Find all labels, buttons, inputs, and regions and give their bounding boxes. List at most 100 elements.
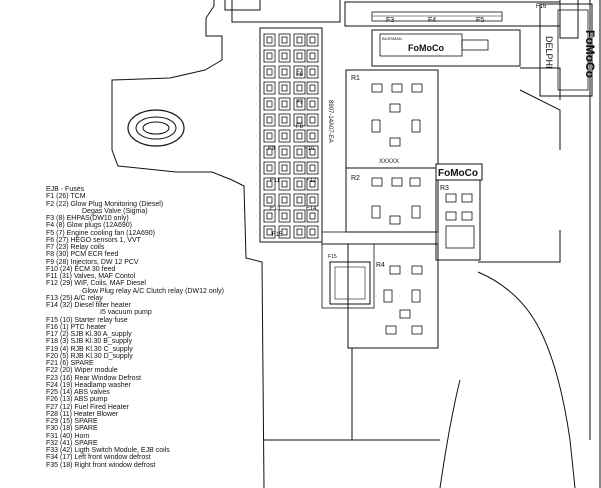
- fuse-label-f3: F3: [386, 17, 394, 24]
- fuse-cell: [263, 193, 276, 207]
- fuse-terminal: [309, 180, 316, 188]
- relay-pin-socket: [391, 177, 403, 187]
- fuse-cell: [306, 65, 319, 79]
- part-number-vertical: 8907-14A07-EA: [327, 100, 333, 143]
- legend-item: F3 (8) EHPAS(DW10 only): [46, 215, 129, 222]
- fuse-terminal: [309, 52, 316, 60]
- legend-item: F30 (18) SPARE: [46, 425, 98, 433]
- fuse-label-f13: F13: [270, 206, 281, 212]
- fuse-cell: [278, 65, 291, 79]
- fuse-cell: [293, 145, 306, 159]
- relay-pin-socket: [445, 211, 457, 221]
- fuse-terminal: [281, 212, 288, 220]
- fuse-cell: [293, 33, 306, 47]
- fuse-cell: [293, 49, 306, 63]
- fuse-terminal: [309, 212, 316, 220]
- fuse-terminal: [266, 100, 273, 108]
- fuse-cell: [263, 145, 276, 159]
- fuse-terminal: [281, 164, 288, 172]
- side-fuse-labels: F6 F7 F8 F9 F10 F11 F12 F13 F14 F15: [268, 72, 317, 238]
- relay-pin-socket: [391, 83, 403, 93]
- fuse-terminal: [309, 116, 316, 124]
- legend-item: F16 (1) PTC heater: [46, 323, 107, 331]
- relay-pin-socket: [461, 211, 473, 221]
- relay-pins: [371, 83, 475, 335]
- legend-item: F24 (19) Headlamp washer: [46, 381, 131, 389]
- fuse-terminal: [296, 164, 303, 172]
- fuse-terminal: [281, 116, 288, 124]
- relay-pin-socket: [411, 205, 421, 219]
- legend-item: Glow Plug relay A/C Clutch relay (DW12 o…: [82, 287, 224, 295]
- fuse-terminal: [296, 52, 303, 60]
- legend-item: F19 (4) RJB Kl.30 C_supply: [46, 345, 133, 353]
- fuse-box-housing: [111, 0, 601, 488]
- fuse-cell: [293, 225, 306, 239]
- fomoco-module: [371, 29, 521, 67]
- fuse-cell: [306, 49, 319, 63]
- fuse-cell: [278, 209, 291, 223]
- fuse-terminal: [281, 36, 288, 44]
- fuse-terminal: [309, 100, 316, 108]
- fuse-label-f15: F15: [272, 232, 283, 238]
- fuse-terminal: [296, 180, 303, 188]
- legend-item: F12 (29) WIF, Coils, MAF Diesel: [46, 280, 146, 288]
- fuse-cell: [306, 129, 319, 143]
- legend-item: F11 (31) Valves, MAF Contol: [46, 273, 136, 280]
- legend-item: F9 (28) Injectors, DW 12 PCV: [46, 258, 139, 266]
- relay-pin-socket: [445, 225, 475, 249]
- fuse-terminal: [266, 196, 273, 204]
- fuse-cells: [263, 33, 319, 239]
- legend-item: F28 (11) Heater Blower: [46, 410, 119, 418]
- legend-item: F29 (15) SPARE: [46, 418, 98, 425]
- fuse-terminal: [281, 132, 288, 140]
- fuse-cell: [278, 97, 291, 111]
- fuse-cell: [306, 209, 319, 223]
- fuse-label-f14: F14: [306, 206, 317, 212]
- fuse-terminal: [266, 212, 273, 220]
- legend-item: F27 (12) Fuel Fired Heater: [46, 403, 129, 411]
- fuse-terminal: [309, 132, 316, 140]
- box-fuse-label: F15: [328, 254, 337, 260]
- fuse-cell: [293, 97, 306, 111]
- fuse-terminal: [296, 116, 303, 124]
- relay-pin-socket: [371, 177, 383, 187]
- legend-title: EJB - Fuses: [46, 186, 85, 193]
- legend-item: I5 vacuum pump: [100, 309, 152, 317]
- fuse-cell: [278, 49, 291, 63]
- fuse-terminal: [266, 180, 273, 188]
- fuse-terminal: [281, 196, 288, 204]
- fuse-cell: [263, 177, 276, 191]
- legend-item: F1 (26) TCM: [46, 193, 86, 201]
- fuse-terminal: [296, 148, 303, 156]
- fuse-terminal: [309, 164, 316, 172]
- fuse-cell: [293, 113, 306, 127]
- fuse-cell: [278, 145, 291, 159]
- legend-item: F6 (27) HEGO sensors 1, VVT: [46, 236, 141, 244]
- fuse-terminal: [281, 148, 288, 156]
- legend-item: F25 (14) ABS valves: [46, 389, 110, 396]
- legend-item: Degas Valve (Sigma): [82, 207, 148, 215]
- fuse-terminal: [309, 228, 316, 236]
- fuse-terminal: [266, 228, 273, 236]
- fuse-cell: [278, 113, 291, 127]
- relay-panel: [321, 69, 481, 349]
- fuse-terminal: [281, 100, 288, 108]
- fuse-column: [259, 27, 323, 243]
- relay-label-r4: R4: [376, 262, 385, 269]
- fuse-terminal: [309, 36, 316, 44]
- legend-item: F31 (40) Horn: [46, 432, 90, 440]
- fuse-terminal: [296, 196, 303, 204]
- fuse-terminal: [296, 100, 303, 108]
- bussman-label: BUSSMAN: [382, 36, 402, 41]
- fuse-terminal: [281, 228, 288, 236]
- fuse-terminal: [309, 148, 316, 156]
- legend-item: F7 (23) Relay coils: [46, 244, 105, 251]
- fomoco-vertical-label: FoMoCo: [583, 30, 597, 78]
- fomoco-badge: [435, 163, 483, 181]
- legend-item: F35 (18) Right front window defrost: [46, 461, 156, 469]
- fuse-cell: [278, 161, 291, 175]
- fuse-cell: [263, 161, 276, 175]
- legend-item: F5 (7) Engine cooling fan (12A690): [46, 229, 155, 237]
- fuse-cell: [278, 193, 291, 207]
- fuse-label-f9: F9: [268, 146, 276, 152]
